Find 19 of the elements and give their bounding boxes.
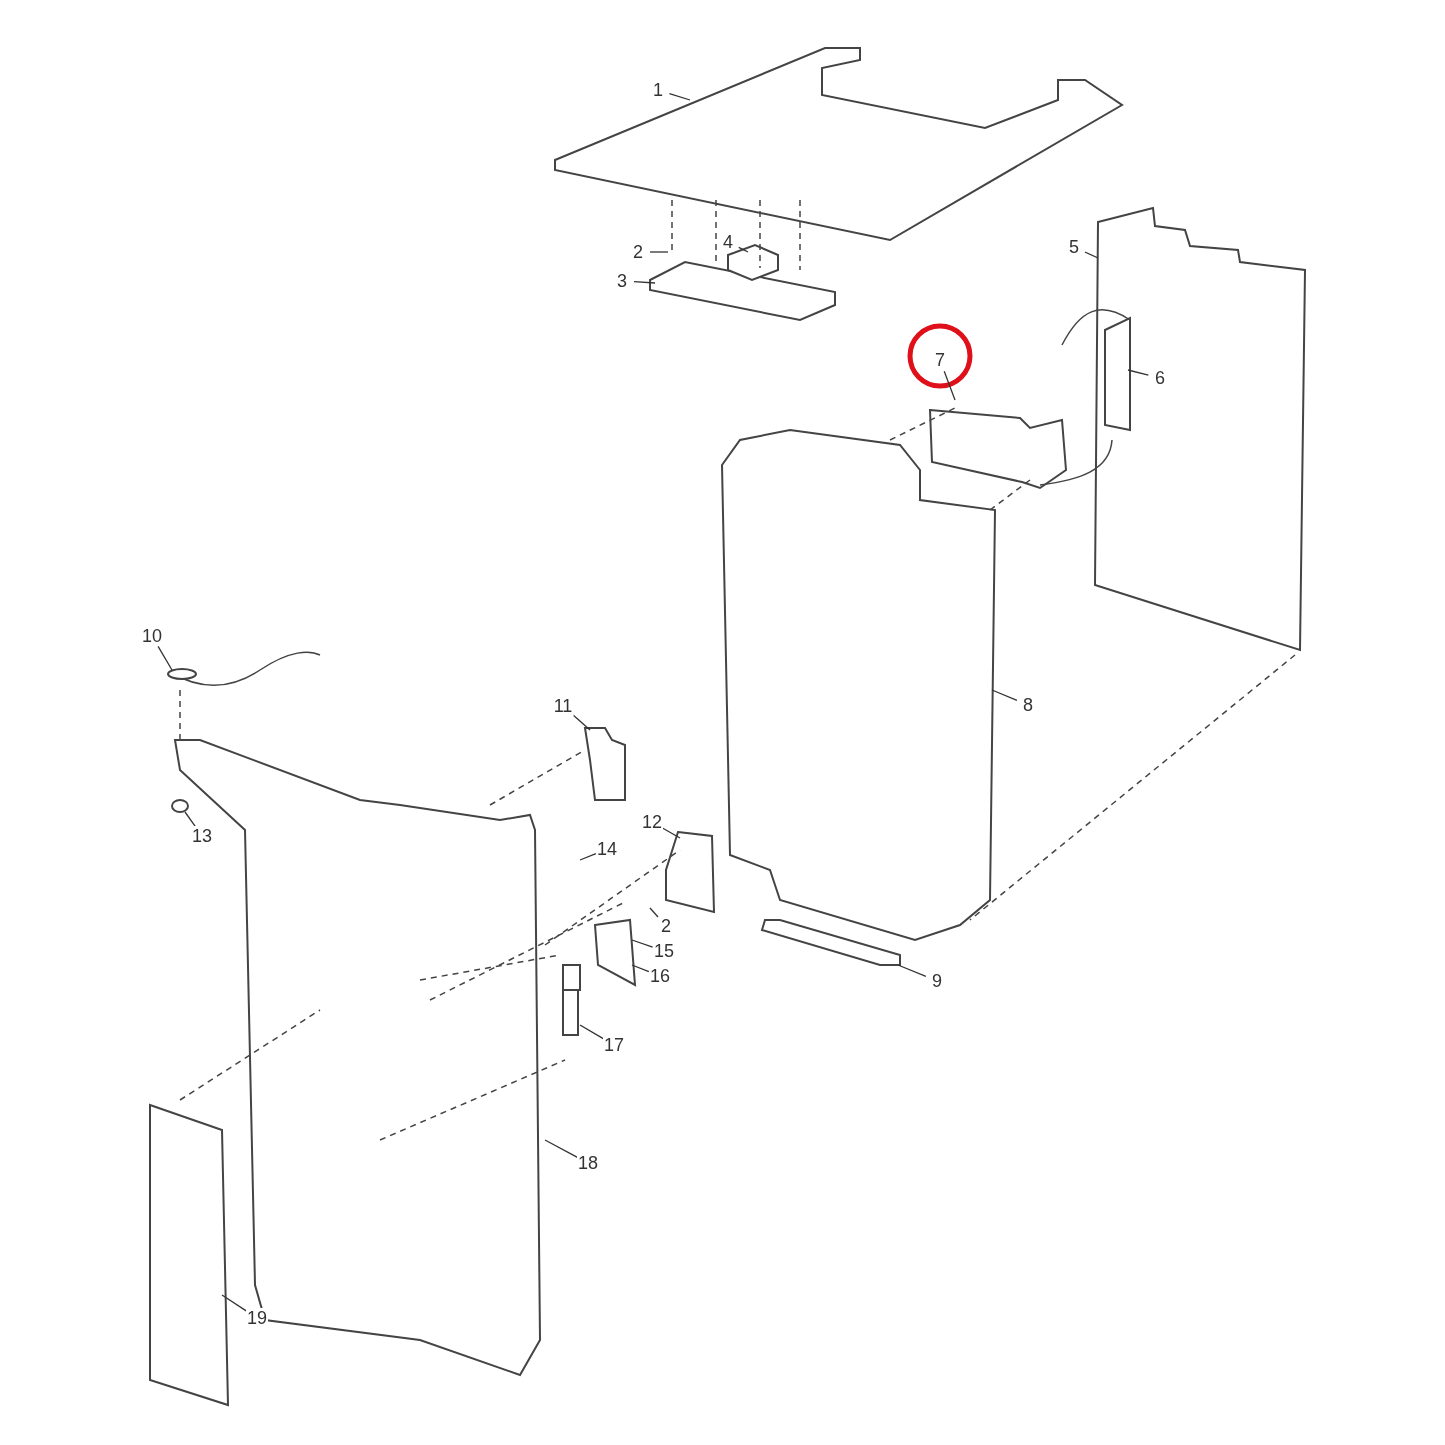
- callout-number: 11: [552, 696, 574, 716]
- leader-line: [157, 645, 173, 671]
- leader-line: [649, 251, 669, 253]
- leader-line: [1084, 251, 1099, 259]
- leader-line: [738, 246, 749, 253]
- leader-line: [897, 964, 927, 978]
- leader-line: [1127, 369, 1149, 376]
- leader-line: [633, 281, 656, 284]
- leader-line: [579, 852, 597, 861]
- leader-line: [184, 811, 196, 827]
- leader-line: [571, 713, 591, 731]
- callout-number: 12: [641, 812, 663, 832]
- leader-line: [991, 689, 1018, 702]
- leader-line: [668, 92, 691, 101]
- callout-number: 4: [722, 232, 734, 252]
- leader-line: [631, 964, 650, 973]
- leader-line: [943, 370, 956, 401]
- leader-line: [649, 907, 659, 918]
- leader-line: [631, 939, 654, 948]
